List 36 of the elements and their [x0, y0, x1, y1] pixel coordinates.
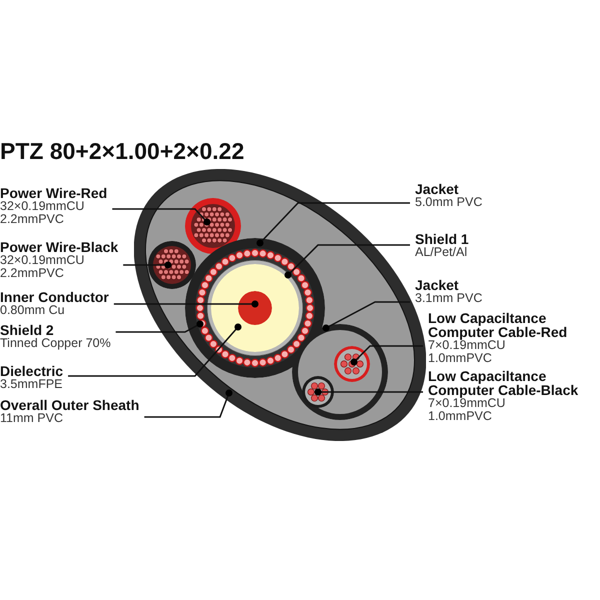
spec-text: 7×0.19mmCU	[428, 397, 506, 410]
part-name: Power Wire-Red	[0, 186, 108, 200]
spec-text: 11mm PVC	[0, 412, 64, 425]
leader-line	[256, 202, 410, 246]
leader-line	[322, 301, 410, 332]
part-name: Jacket	[415, 278, 460, 292]
leader-line	[350, 345, 423, 366]
part-name: Jacket	[415, 182, 460, 196]
spec-text: 5.0mm PVC	[415, 196, 482, 209]
spec-text: 0.80mm Cu	[0, 304, 66, 317]
spec-text: 1.0mmPVC	[428, 410, 493, 423]
leader-line	[144, 390, 232, 418]
part-name: Low Capaciltance Computer Cable-Red	[428, 311, 568, 339]
spec-text: 2.2mmPVC	[0, 213, 65, 226]
part-name: Overall Outer Sheath	[0, 398, 140, 412]
part-name: Dielectric	[0, 364, 64, 378]
spec-text: 7×0.19mmCU	[428, 339, 506, 352]
part-name: Low Capaciltance Computer Cable-Black	[428, 369, 580, 397]
leader-line	[68, 324, 242, 377]
spec-text: AL/Pet/Al	[415, 246, 468, 259]
spec-text: 1.0mmPVC	[428, 352, 493, 365]
leader-line	[116, 320, 204, 333]
leader-line	[114, 300, 258, 308]
spec-text: 32×0.19mmCU	[0, 254, 86, 267]
leader-line	[112, 208, 210, 226]
leader-line	[284, 244, 410, 278]
part-name: Shield 2	[0, 323, 55, 337]
part-name: Inner Conductor	[0, 290, 109, 304]
part-name: Shield 1	[415, 232, 469, 246]
spec-text: Tinned Copper 70%	[0, 337, 111, 350]
spec-text: 3.5mmFPE	[0, 378, 64, 391]
spec-text: 2.2mmPVC	[0, 267, 65, 280]
cable-title: PTZ 80+2×1.00+2×0.22	[0, 138, 244, 165]
part-name: Power Wire-Black	[0, 240, 118, 254]
spec-text: 32×0.19mmCU	[0, 200, 86, 213]
spec-text: 3.1mm PVC	[415, 292, 482, 305]
